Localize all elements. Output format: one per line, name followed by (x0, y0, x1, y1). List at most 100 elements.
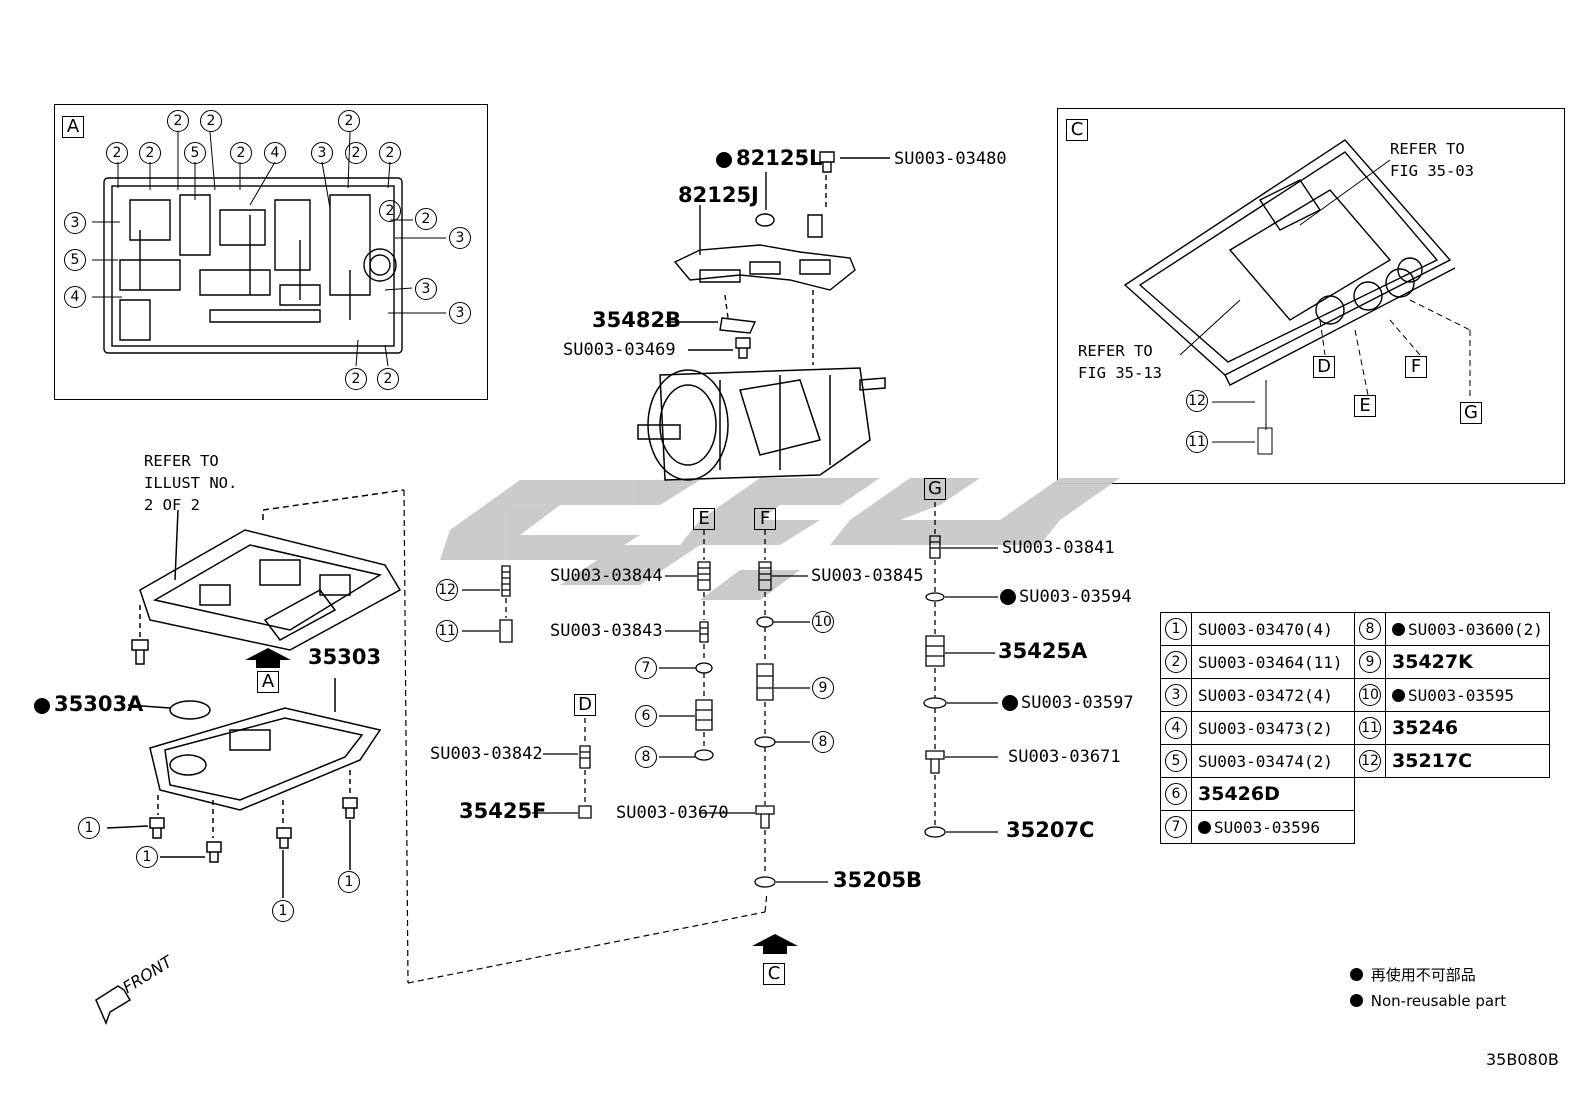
non-reusable-dot (1198, 820, 1211, 834)
callout: 3 (311, 142, 333, 164)
label-35205b: 35205B (833, 868, 923, 892)
tag-d: D (574, 694, 596, 716)
panel-c-tag-g: G (1460, 402, 1482, 424)
label-35303: 35303 (308, 645, 382, 669)
label-su003-03469: SU003-03469 (563, 340, 676, 360)
wiring-harness (665, 151, 890, 365)
label-su003-03845: SU003-03845 (811, 566, 924, 586)
tag-e: E (693, 508, 715, 530)
figure-code: 35B080B (1486, 1050, 1559, 1069)
dashed-assembly-frame (403, 489, 768, 984)
oil-pan (106, 678, 382, 898)
legend-row: 2 SU003-03464(11) 9 35427K (1160, 645, 1550, 679)
callout-1d: 1 (338, 871, 360, 893)
callout: 2 (377, 368, 399, 390)
tag-g: G (924, 478, 946, 500)
label-82125j: 82125J (678, 183, 759, 207)
label-su003-03671: SU003-03671 (1008, 747, 1121, 767)
callout-1a: 1 (78, 817, 100, 839)
callout-12: 12 (1186, 390, 1208, 412)
callout: 3 (449, 227, 471, 249)
panel-c-tag-e: E (1354, 395, 1376, 417)
label-35425f: 35425F (459, 799, 547, 823)
direction-arrows (245, 648, 798, 954)
callout-8a: 8 (635, 746, 657, 768)
callout: 2 (338, 110, 360, 132)
callout: 4 (264, 142, 286, 164)
callout-11-left: 11 (436, 620, 458, 642)
watermark-logo (440, 478, 1120, 600)
non-reusable-markers (34, 152, 1018, 714)
callout: 3 (415, 278, 437, 300)
callout-6: 6 (635, 705, 657, 727)
panel-c-tag: C (1066, 119, 1088, 141)
column-g-parts (923, 502, 998, 838)
callout: 2 (230, 142, 252, 164)
callout: 4 (64, 286, 86, 308)
callout: 2 (345, 142, 367, 164)
callout: 3 (64, 212, 86, 234)
legend-row: 7 SU003-03596 (1160, 810, 1550, 844)
panel-a-tag: A (62, 116, 84, 138)
valve-body-assembly (131, 489, 405, 665)
callout-1b: 1 (136, 846, 158, 868)
refer-to-fig-35-13: REFER TO FIG 35-13 (1078, 342, 1162, 382)
callout: 2 (139, 142, 161, 164)
panel-c-leaders (1179, 159, 1471, 455)
tag-a: A (257, 671, 279, 693)
panel-a-callout-leaders (92, 131, 446, 367)
non-reusable-dot (1350, 994, 1363, 1007)
legend-row: 3 SU003-03472(4) 10 SU003-03595 (1160, 678, 1550, 712)
parts-legend-table: 1 SU003-03470(4) 8 SU003-03600(2) 2 SU00… (1160, 612, 1550, 844)
oil-pan-detail-panel-c (1057, 108, 1565, 484)
callout: 5 (184, 142, 206, 164)
panel-c-tag-f: F (1405, 356, 1427, 378)
label-su003-03843: SU003-03843 (550, 621, 663, 641)
label-su003-03480: SU003-03480 (894, 149, 1007, 169)
legend-row: 6 35426D (1160, 777, 1550, 811)
callout-11: 11 (1186, 431, 1208, 453)
note-japanese: 再使用不可部品 (1370, 966, 1476, 984)
label-su003-03670: SU003-03670 (616, 803, 729, 823)
callout: 2 (167, 110, 189, 132)
oil-pan-perspective-sketch (1123, 139, 1456, 386)
label-su003-03842: SU003-03842 (430, 744, 543, 764)
callout-8b: 8 (812, 731, 834, 753)
callout-10: 10 (812, 611, 834, 633)
panel-c-tag-d: D (1313, 356, 1335, 378)
legend-row: 4 SU003-03473(2) 11 35246 (1160, 711, 1550, 745)
callout: 2 (345, 368, 367, 390)
tag-c: C (763, 963, 785, 985)
non-reusable-dot (1392, 622, 1405, 636)
loose-parts-12-11 (462, 565, 513, 643)
callout-7: 7 (635, 657, 657, 679)
label-35303a: 35303A (54, 692, 144, 716)
callout: 3 (449, 302, 471, 324)
callout: 2 (106, 142, 128, 164)
legend-row: 1 SU003-03470(4) 8 SU003-03600(2) (1160, 612, 1550, 646)
label-35207c: 35207C (1006, 818, 1095, 842)
column-e-parts (659, 530, 714, 761)
non-reusable-dot (1392, 688, 1405, 702)
transmission-assembly (637, 367, 886, 481)
callout-9: 9 (812, 677, 834, 699)
non-reusable-dot (1350, 968, 1363, 981)
tag-f: F (754, 508, 776, 530)
legend-notes: 再使用不可部品 Non-reusable part (1350, 962, 1506, 1014)
callout-12-left: 12 (436, 579, 458, 601)
callout: 5 (64, 249, 86, 271)
refer-to-fig-35-03: REFER TO FIG 35-03 (1390, 140, 1474, 180)
label-82125l: 82125L (736, 146, 823, 170)
column-f-parts (700, 530, 828, 888)
callout: 2 (379, 142, 401, 164)
callout: 2 (379, 200, 401, 222)
callout-1c: 1 (272, 900, 294, 922)
valve-body-detail-panel-a (54, 104, 488, 400)
legend-row: 5 SU003-03474(2) 12 35217C (1160, 744, 1550, 778)
refer-to-illust: REFER TO ILLUST NO. 2 OF 2 (144, 452, 238, 514)
label-35482b: 35482B (592, 308, 682, 332)
label-su003-03844: SU003-03844 (550, 566, 663, 586)
note-english: Non-reusable part (1370, 992, 1507, 1010)
column-d-parts (532, 718, 592, 819)
front-arrow (95, 985, 132, 1026)
